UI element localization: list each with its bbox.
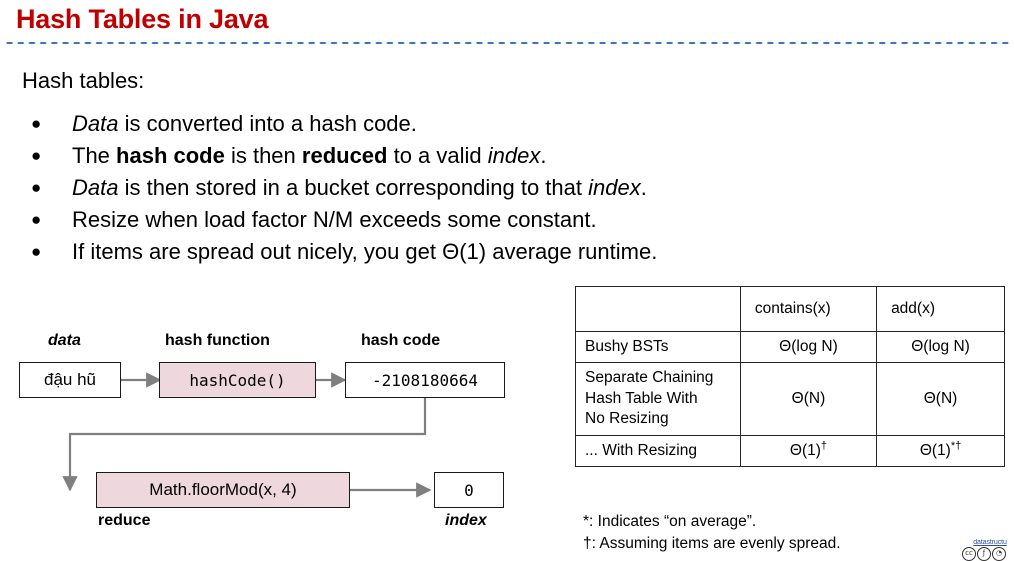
table-cell-add: Θ(1)*† <box>876 434 1005 468</box>
diagram-box-hash-function: hashCode() <box>159 362 316 398</box>
lead-line: Hash tables: <box>22 68 145 93</box>
list-item: ● The hash code is then reduced to a vali… <box>22 140 657 172</box>
cc-sa-icon: ◔ <box>992 547 1006 561</box>
table-row-label: Bushy BSTs <box>575 330 741 364</box>
diagram-box-reduce: Math.floorMod(x, 4) <box>96 472 350 508</box>
table-header-row: contains(x)add(x) <box>575 286 1005 332</box>
table-cell-contains: Θ(N) <box>739 362 878 436</box>
list-item-label: The hash code is then reduced to a valid… <box>72 143 547 168</box>
cc-cc-icon: cc <box>962 547 976 561</box>
list-item: ● Resize when load factor N/M exceeds som… <box>22 204 657 236</box>
bullet-dot-icon: ● <box>31 114 42 133</box>
list-item-label: Resize when load factor N/M exceeds some… <box>72 207 597 232</box>
table-cell-contains: Θ(1)† <box>739 434 878 468</box>
list-item: ● If items are spread out nicely, you get… <box>22 236 657 268</box>
hash-flow-diagram: data hash function hash code đậu hũ hash… <box>0 318 545 561</box>
bullet-dot-icon: ● <box>31 178 42 197</box>
diagram-label-data: data <box>48 332 81 349</box>
table-footnotes: *: Indicates “on average”. †: Assuming it… <box>583 511 841 555</box>
table-cell-add: Θ(log N) <box>876 330 1005 364</box>
diagram-label-hash-function: hash function <box>165 332 270 349</box>
diagram-label-reduce: reduce <box>98 512 151 529</box>
cc-by-icon: ƒ <box>977 547 991 561</box>
footnote-line: †: Assuming items are evenly spread. <box>583 535 841 552</box>
list-item-label: If items are spread out nicely, you get … <box>72 239 658 264</box>
table-cell-add: Θ(N) <box>876 362 1005 436</box>
table-header-cell: add(x) <box>876 286 1005 332</box>
flow-connectors <box>62 372 432 498</box>
table-row-label: ... With Resizing <box>575 434 741 468</box>
footnote-marker: *† <box>950 439 962 452</box>
bullet-list: ● Data is converted into a hash code. ● The… <box>22 108 657 268</box>
list-item: ● Data is then stored in a bucket corresp… <box>22 172 657 204</box>
diagram-box-hash-code: -2108180664 <box>345 362 505 398</box>
attribution-link[interactable]: datastructu <box>973 539 1007 546</box>
bullet-dot-icon: ● <box>31 146 42 165</box>
diagram-label-index: index <box>445 512 487 529</box>
table-cell-contains: Θ(log N) <box>739 330 878 364</box>
list-item-label: Data is then stored in a bucket correspo… <box>72 175 647 200</box>
diagram-box-index: 0 <box>434 472 504 508</box>
list-item: ● Data is converted into a hash code. <box>22 108 657 140</box>
bullet-dot-icon: ● <box>31 242 42 261</box>
page-title: Hash Tables in Java <box>16 4 269 34</box>
bullet-dot-icon: ● <box>31 210 42 229</box>
footnote-marker: † <box>820 439 828 452</box>
list-item-label: Data is converted into a hash code. <box>72 111 417 136</box>
footnote-line: *: Indicates “on average”. <box>583 513 757 530</box>
title-divider <box>4 41 1010 45</box>
table-header-cell: contains(x) <box>739 286 878 332</box>
diagram-box-data: đậu hũ <box>19 362 121 398</box>
table-header-cell <box>575 286 741 332</box>
diagram-label-hash-code: hash code <box>361 332 441 349</box>
